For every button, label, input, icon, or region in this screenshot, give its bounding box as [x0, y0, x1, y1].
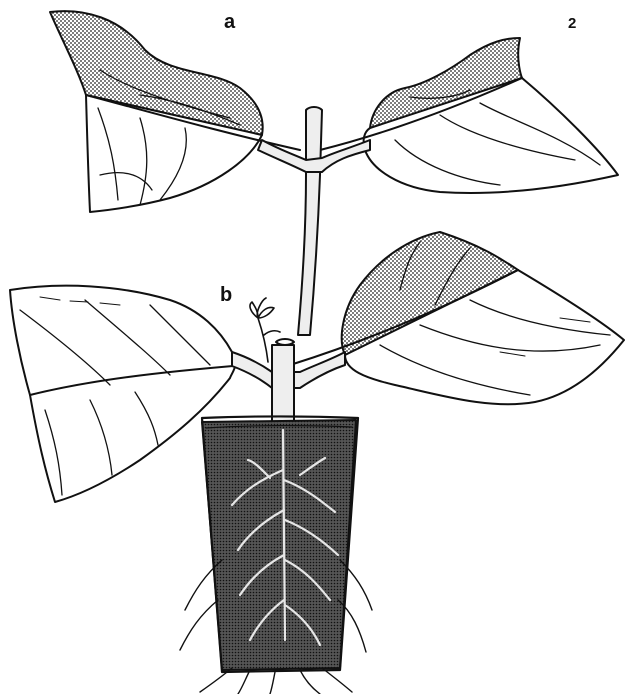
pot — [202, 417, 358, 673]
upper-stem — [298, 107, 322, 335]
label-a: a — [224, 12, 235, 32]
lower-left-leaf-body — [10, 286, 235, 502]
lower-right-leaf — [290, 232, 624, 404]
cut-stem-top — [276, 339, 294, 345]
pot-soil — [202, 420, 356, 670]
upper-right-leaf — [320, 38, 618, 193]
figure-number: 2 — [568, 16, 576, 31]
label-b: b — [220, 285, 232, 305]
upper-left-leaf — [50, 11, 300, 212]
